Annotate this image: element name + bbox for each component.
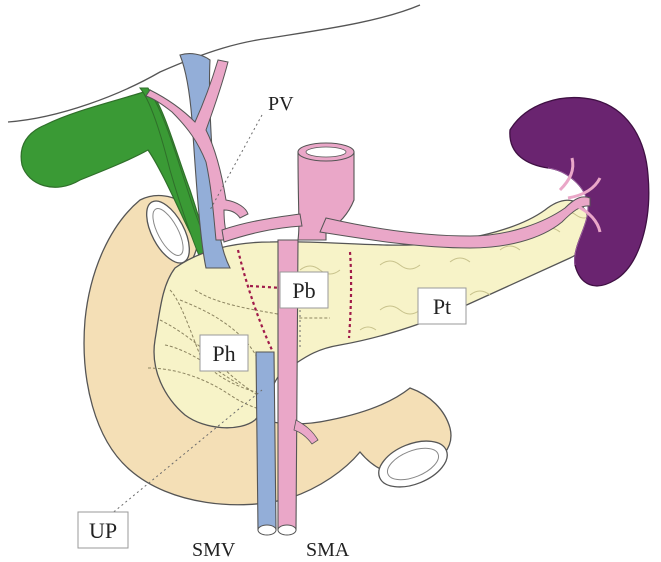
label-up: UP xyxy=(89,518,117,543)
label-up-box xyxy=(77,511,129,549)
pv-leader-line xyxy=(209,114,263,211)
label-smv: SMV xyxy=(192,539,236,561)
aorta-lumen xyxy=(305,146,347,158)
body-tail-boundary xyxy=(347,251,353,339)
smv-opening xyxy=(257,524,277,536)
sma-opening xyxy=(277,524,297,536)
label-pt: Pt xyxy=(433,294,451,319)
hepatic-artery xyxy=(145,59,249,241)
liver-outline xyxy=(7,4,421,123)
sma-branch xyxy=(293,419,319,445)
jejunum-opening-inner xyxy=(386,447,440,481)
pb-inner-boundary xyxy=(249,284,283,290)
celiac-trunk-aorta xyxy=(297,151,355,241)
label-pb-box xyxy=(279,271,329,309)
label-ph: Ph xyxy=(212,341,235,366)
jejunum-opening xyxy=(378,440,448,488)
label-pt-box xyxy=(417,287,467,325)
label-ph-box xyxy=(199,334,249,372)
common-hepatic-artery xyxy=(221,213,303,243)
duodenum-opening-top-inner xyxy=(152,208,184,256)
superior-mesenteric-vein xyxy=(255,351,277,531)
label-pb: Pb xyxy=(292,278,315,303)
label-sma: SMA xyxy=(306,539,350,561)
label-pv: PV xyxy=(268,93,294,115)
splenic-artery xyxy=(319,196,591,249)
splenic-hilar-branches xyxy=(558,157,602,233)
